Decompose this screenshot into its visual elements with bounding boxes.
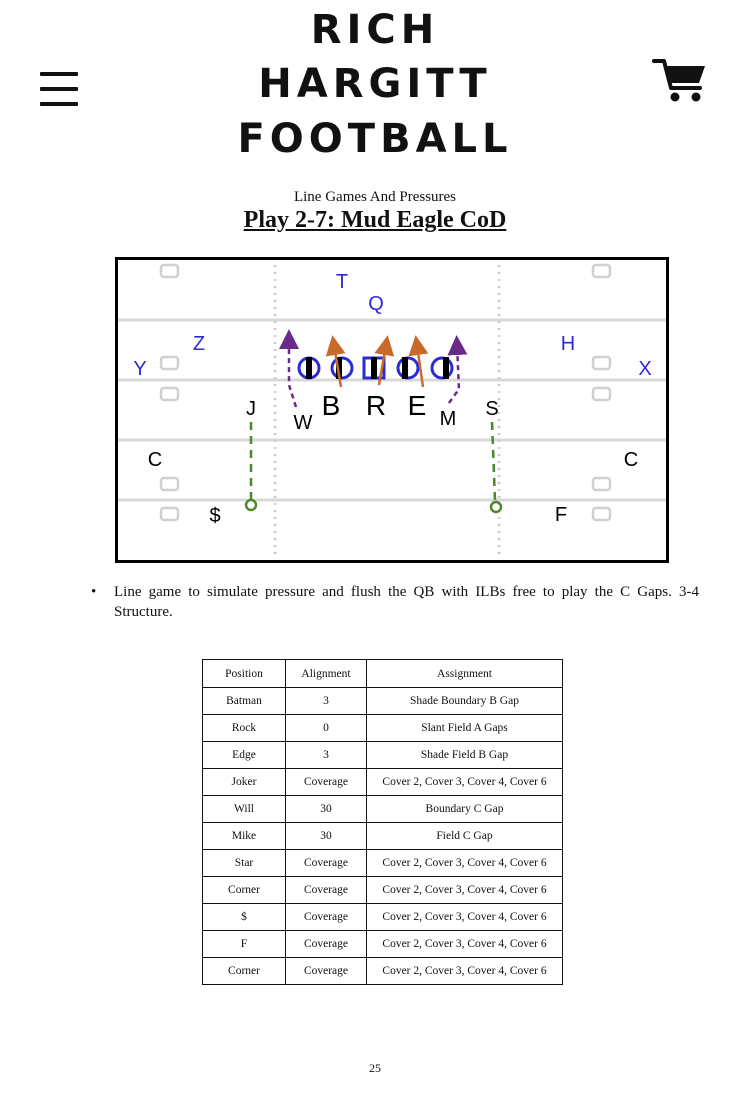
cell-position: Corner bbox=[202, 957, 286, 985]
bullet-dot: • bbox=[91, 584, 97, 600]
cell-position: Corner bbox=[202, 876, 286, 904]
rush-arrows bbox=[325, 335, 429, 388]
cell-alignment: Coverage bbox=[285, 930, 367, 958]
cell-alignment: 0 bbox=[285, 714, 367, 742]
label-m: M bbox=[440, 408, 457, 430]
label-t: T bbox=[336, 271, 348, 293]
label-w: W bbox=[294, 412, 313, 434]
field-border bbox=[115, 257, 669, 563]
label-b: B bbox=[322, 390, 341, 421]
cell-alignment: Coverage bbox=[285, 849, 367, 877]
cell-position: F bbox=[202, 930, 286, 958]
label-h: H bbox=[561, 333, 575, 355]
cell-position: Star bbox=[202, 849, 286, 877]
cell-alignment: Coverage bbox=[285, 903, 367, 931]
label-j: J bbox=[246, 398, 256, 420]
cell-position: Rock bbox=[202, 714, 286, 742]
cell-alignment: Coverage bbox=[285, 768, 367, 796]
label-y: Y bbox=[133, 358, 146, 380]
cell-alignment: 30 bbox=[285, 822, 367, 850]
cell-assignment: Cover 2, Cover 3, Cover 4, Cover 6 bbox=[366, 930, 563, 958]
backer-arrows bbox=[279, 329, 468, 408]
label-s: S bbox=[485, 398, 498, 420]
site-header: RICH HARGITT FOOTBALL bbox=[0, 0, 750, 175]
defender-mark bbox=[402, 357, 408, 379]
label-e: E bbox=[408, 390, 427, 421]
cell-assignment: Boundary C Gap bbox=[366, 795, 563, 823]
coverage-drops bbox=[244, 421, 503, 514]
play-diagram: T Q Z Y H X B R E W M J S C C $ F bbox=[115, 257, 669, 563]
defense-labels: B R E W M J S C C $ F bbox=[148, 390, 638, 527]
cell-assignment: Shade Boundary B Gap bbox=[366, 687, 563, 715]
header-position: Position bbox=[202, 659, 286, 688]
document-subtitle: Line Games And Pressures bbox=[293, 189, 457, 205]
shopping-cart-icon[interactable] bbox=[652, 56, 708, 104]
cell-assignment: Shade Field B Gap bbox=[366, 741, 563, 769]
brand-line-2[interactable]: HARGITT bbox=[258, 61, 492, 107]
label-f: F bbox=[555, 504, 567, 526]
label-c-left: C bbox=[148, 449, 162, 471]
cell-assignment: Field C Gap bbox=[366, 822, 563, 850]
joker-drop-end bbox=[244, 498, 258, 512]
rush-arrow bbox=[408, 335, 429, 388]
star-drop-end bbox=[489, 500, 503, 514]
table-header-row: Position Alignment Assignment bbox=[202, 659, 563, 688]
cell-assignment: Cover 2, Cover 3, Cover 4, Cover 6 bbox=[366, 957, 563, 985]
cell-position: Edge bbox=[202, 741, 286, 769]
defender-mark bbox=[443, 357, 449, 379]
cell-assignment: Cover 2, Cover 3, Cover 4, Cover 6 bbox=[366, 876, 563, 904]
header-assignment: Assignment bbox=[366, 659, 563, 688]
rush-arrow bbox=[374, 335, 395, 386]
play-title: Play 2-7: Mud Eagle CoD bbox=[243, 207, 507, 233]
defender-mark bbox=[371, 357, 377, 379]
yard-lines bbox=[118, 318, 666, 502]
header-alignment: Alignment bbox=[285, 659, 367, 688]
cell-position: Batman bbox=[202, 687, 286, 715]
bullet-text: Line game to simulate pressure and flush… bbox=[114, 584, 699, 620]
label-z: Z bbox=[193, 333, 205, 355]
cell-position: Joker bbox=[202, 768, 286, 796]
label-q: Q bbox=[368, 293, 384, 315]
brand-line-3[interactable]: FOOTBALL bbox=[237, 116, 513, 162]
defender-mark bbox=[306, 357, 312, 379]
cell-alignment: 30 bbox=[285, 795, 367, 823]
mike-rush-arrow bbox=[447, 335, 468, 404]
yard-number-boxes bbox=[159, 263, 612, 522]
label-c-right: C bbox=[624, 449, 638, 471]
cell-alignment: 3 bbox=[285, 741, 367, 769]
label-r: R bbox=[366, 390, 386, 421]
cell-alignment: 3 bbox=[285, 687, 367, 715]
cell-alignment: Coverage bbox=[285, 876, 367, 904]
cell-assignment: Cover 2, Cover 3, Cover 4, Cover 6 bbox=[366, 768, 563, 796]
cell-position: Mike bbox=[202, 822, 286, 850]
offense-labels: T Q Z Y H X bbox=[133, 271, 651, 380]
label-x: X bbox=[638, 358, 651, 380]
cell-position: $ bbox=[202, 903, 286, 931]
rush-arrow bbox=[325, 335, 346, 388]
cell-assignment: Slant Field A Gaps bbox=[366, 714, 563, 742]
cell-alignment: Coverage bbox=[285, 957, 367, 985]
page-number: 25 bbox=[369, 1061, 381, 1075]
label-dollar: $ bbox=[209, 505, 220, 527]
hamburger-menu-icon[interactable] bbox=[40, 70, 80, 108]
cell-position: Will bbox=[202, 795, 286, 823]
brand-line-1[interactable]: RICH bbox=[310, 7, 440, 53]
cell-assignment: Cover 2, Cover 3, Cover 4, Cover 6 bbox=[366, 903, 563, 931]
cell-assignment: Cover 2, Cover 3, Cover 4, Cover 6 bbox=[366, 849, 563, 877]
